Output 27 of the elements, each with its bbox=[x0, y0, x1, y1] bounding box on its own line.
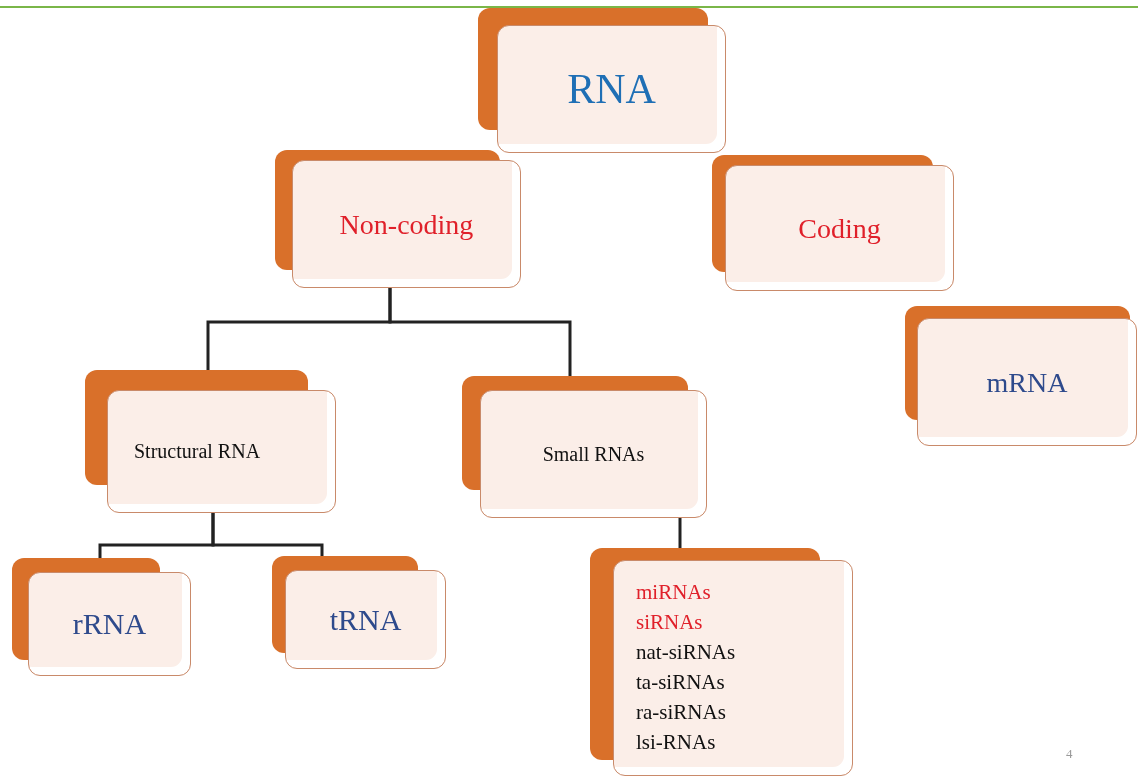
category-label: tRNA bbox=[329, 601, 402, 638]
category-card bbox=[12, 558, 191, 676]
connector-line bbox=[678, 518, 682, 548]
category-card bbox=[478, 8, 726, 153]
category-card bbox=[462, 376, 707, 518]
connector-line bbox=[211, 513, 324, 556]
rna-type-text: ra-siRNAs bbox=[636, 699, 727, 726]
category-label: Structural RNA bbox=[134, 439, 262, 464]
connector-line bbox=[388, 288, 572, 376]
category-card bbox=[275, 150, 521, 288]
category-card bbox=[712, 155, 954, 291]
category-label: rRNA bbox=[72, 606, 147, 643]
rna-type-text: ta-siRNAs bbox=[636, 669, 726, 696]
category-card bbox=[590, 548, 853, 776]
category-card bbox=[272, 556, 446, 669]
category-card bbox=[905, 306, 1137, 446]
rna-type-text: siRNAs bbox=[636, 609, 704, 636]
category-card bbox=[85, 370, 336, 513]
category-label: RNA bbox=[567, 64, 656, 114]
category-label: Small RNAs bbox=[542, 441, 645, 467]
category-label: Coding bbox=[798, 211, 881, 246]
category-label: mRNA bbox=[986, 365, 1068, 400]
rna-type-text: nat-siRNAs bbox=[636, 639, 736, 666]
page-number: 4 bbox=[1066, 745, 1073, 763]
rna-type-text: lsi-RNAs bbox=[636, 729, 717, 756]
rna-type-text: miRNAs bbox=[636, 579, 712, 606]
category-label: Non-coding bbox=[339, 207, 474, 242]
